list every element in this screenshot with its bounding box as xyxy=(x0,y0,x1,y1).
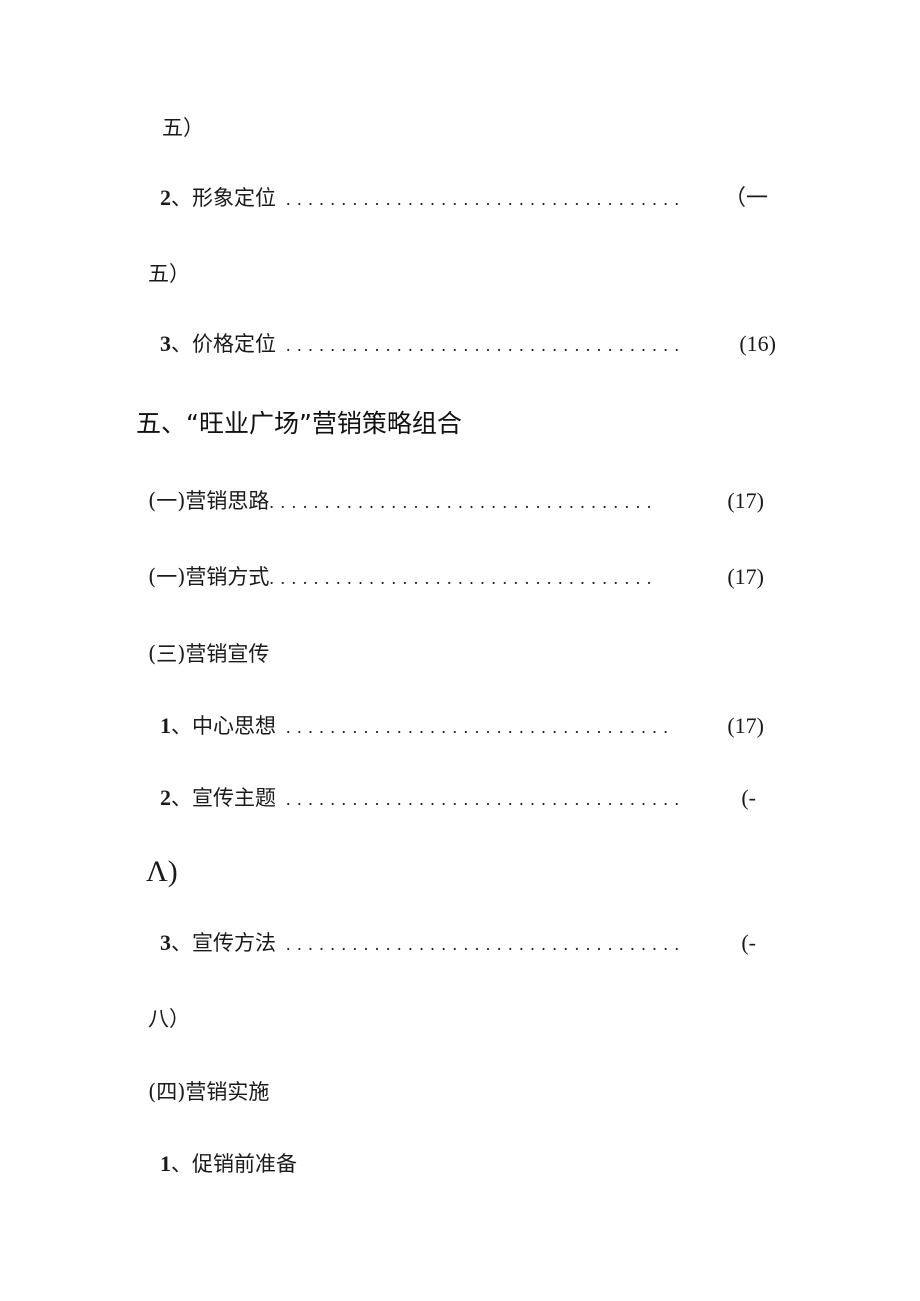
toc-entry-separator: 、 xyxy=(171,714,192,738)
toc-entry-central-idea[interactable]: 1 、 中心思想 ...............................… xyxy=(160,712,764,741)
section-heading[interactable]: 五、“旺业广场”营销策略组合 xyxy=(136,409,462,438)
toc-entry-separator: 、 xyxy=(171,1152,192,1176)
toc-continuation-text: 八） xyxy=(148,1007,190,1031)
toc-dot-leader: .................................... xyxy=(286,934,686,954)
toc-continuation-text: 五） xyxy=(162,116,204,140)
toc-entry-prefix: (三) xyxy=(148,642,186,666)
toc-entry-label: 宣传主题 xyxy=(192,786,276,810)
toc-entry-label: 价格定位 xyxy=(192,332,276,356)
toc-continuation-text: 五） xyxy=(148,262,190,286)
toc-entry-label: 宣传方法 xyxy=(192,931,276,955)
toc-entry-marketing-ideas[interactable]: (一) 营销思路 ...............................… xyxy=(148,487,764,516)
toc-entry-marketing-methods[interactable]: (一) 营销方式 ...............................… xyxy=(148,563,764,592)
toc-continuation-text: Λ) xyxy=(146,855,178,888)
toc-entry-label: 形象定位 xyxy=(192,186,276,210)
toc-dot-leader: ................................... xyxy=(286,717,675,737)
toc-dot-leader: .................................... xyxy=(286,335,686,355)
toc-page-number: (- xyxy=(741,785,756,810)
toc-dot-leader: .................................... xyxy=(286,789,686,809)
toc-page-number: (17) xyxy=(727,713,764,738)
toc-entry-marketing-implementation[interactable]: (四) 营销实施 xyxy=(148,1078,269,1106)
toc-entry-prefix: (四) xyxy=(148,1080,186,1104)
toc-entry-separator: 、 xyxy=(171,332,192,356)
toc-entry-image-positioning[interactable]: 2 、 形象定位 ...............................… xyxy=(160,184,768,213)
toc-page-number: （一 xyxy=(723,185,768,210)
toc-entry-promotion-methods[interactable]: 3 、 宣传方法 ...............................… xyxy=(160,929,756,958)
toc-entry-prefix: (一) xyxy=(148,565,186,589)
toc-entry-number: 2 xyxy=(160,185,171,210)
toc-entry-separator: 、 xyxy=(171,186,192,210)
toc-dot-leader: .................................... xyxy=(286,189,686,209)
toc-entry-number: 1 xyxy=(160,713,171,738)
toc-entry-separator: 、 xyxy=(171,931,192,955)
toc-page-number: (17) xyxy=(727,564,764,589)
toc-entry-label: 中心思想 xyxy=(192,714,276,738)
toc-dot-leader: ................................... xyxy=(269,568,658,588)
toc-entry-separator: 、 xyxy=(171,786,192,810)
toc-entry-number: 2 xyxy=(160,785,171,810)
toc-entry-prefix: (一) xyxy=(148,489,186,513)
toc-entry-number: 3 xyxy=(160,331,171,356)
toc-dot-leader: ................................... xyxy=(269,492,658,512)
toc-page-number: (17) xyxy=(727,488,764,513)
toc-entry-label: 促销前准备 xyxy=(192,1152,297,1176)
toc-page-number: (- xyxy=(741,930,756,955)
toc-entry-pre-promotion-prep[interactable]: 1 、 促销前准备 xyxy=(160,1150,297,1178)
toc-entry-label: 营销方式 xyxy=(185,565,270,589)
toc-entry-number: 1 xyxy=(160,1151,171,1176)
toc-entry-label: 营销宣传 xyxy=(185,642,270,666)
toc-entry-marketing-promotion[interactable]: (三) 营销宣传 xyxy=(148,640,269,668)
toc-entry-price-positioning[interactable]: 3 、 价格定位 ...............................… xyxy=(160,330,776,359)
toc-entry-label: 营销实施 xyxy=(185,1080,270,1104)
toc-entry-promotion-theme[interactable]: 2 、 宣传主题 ...............................… xyxy=(160,784,756,813)
toc-page-number: (16) xyxy=(739,331,776,356)
toc-entry-number: 3 xyxy=(160,930,171,955)
toc-entry-label: 营销思路 xyxy=(185,489,270,513)
